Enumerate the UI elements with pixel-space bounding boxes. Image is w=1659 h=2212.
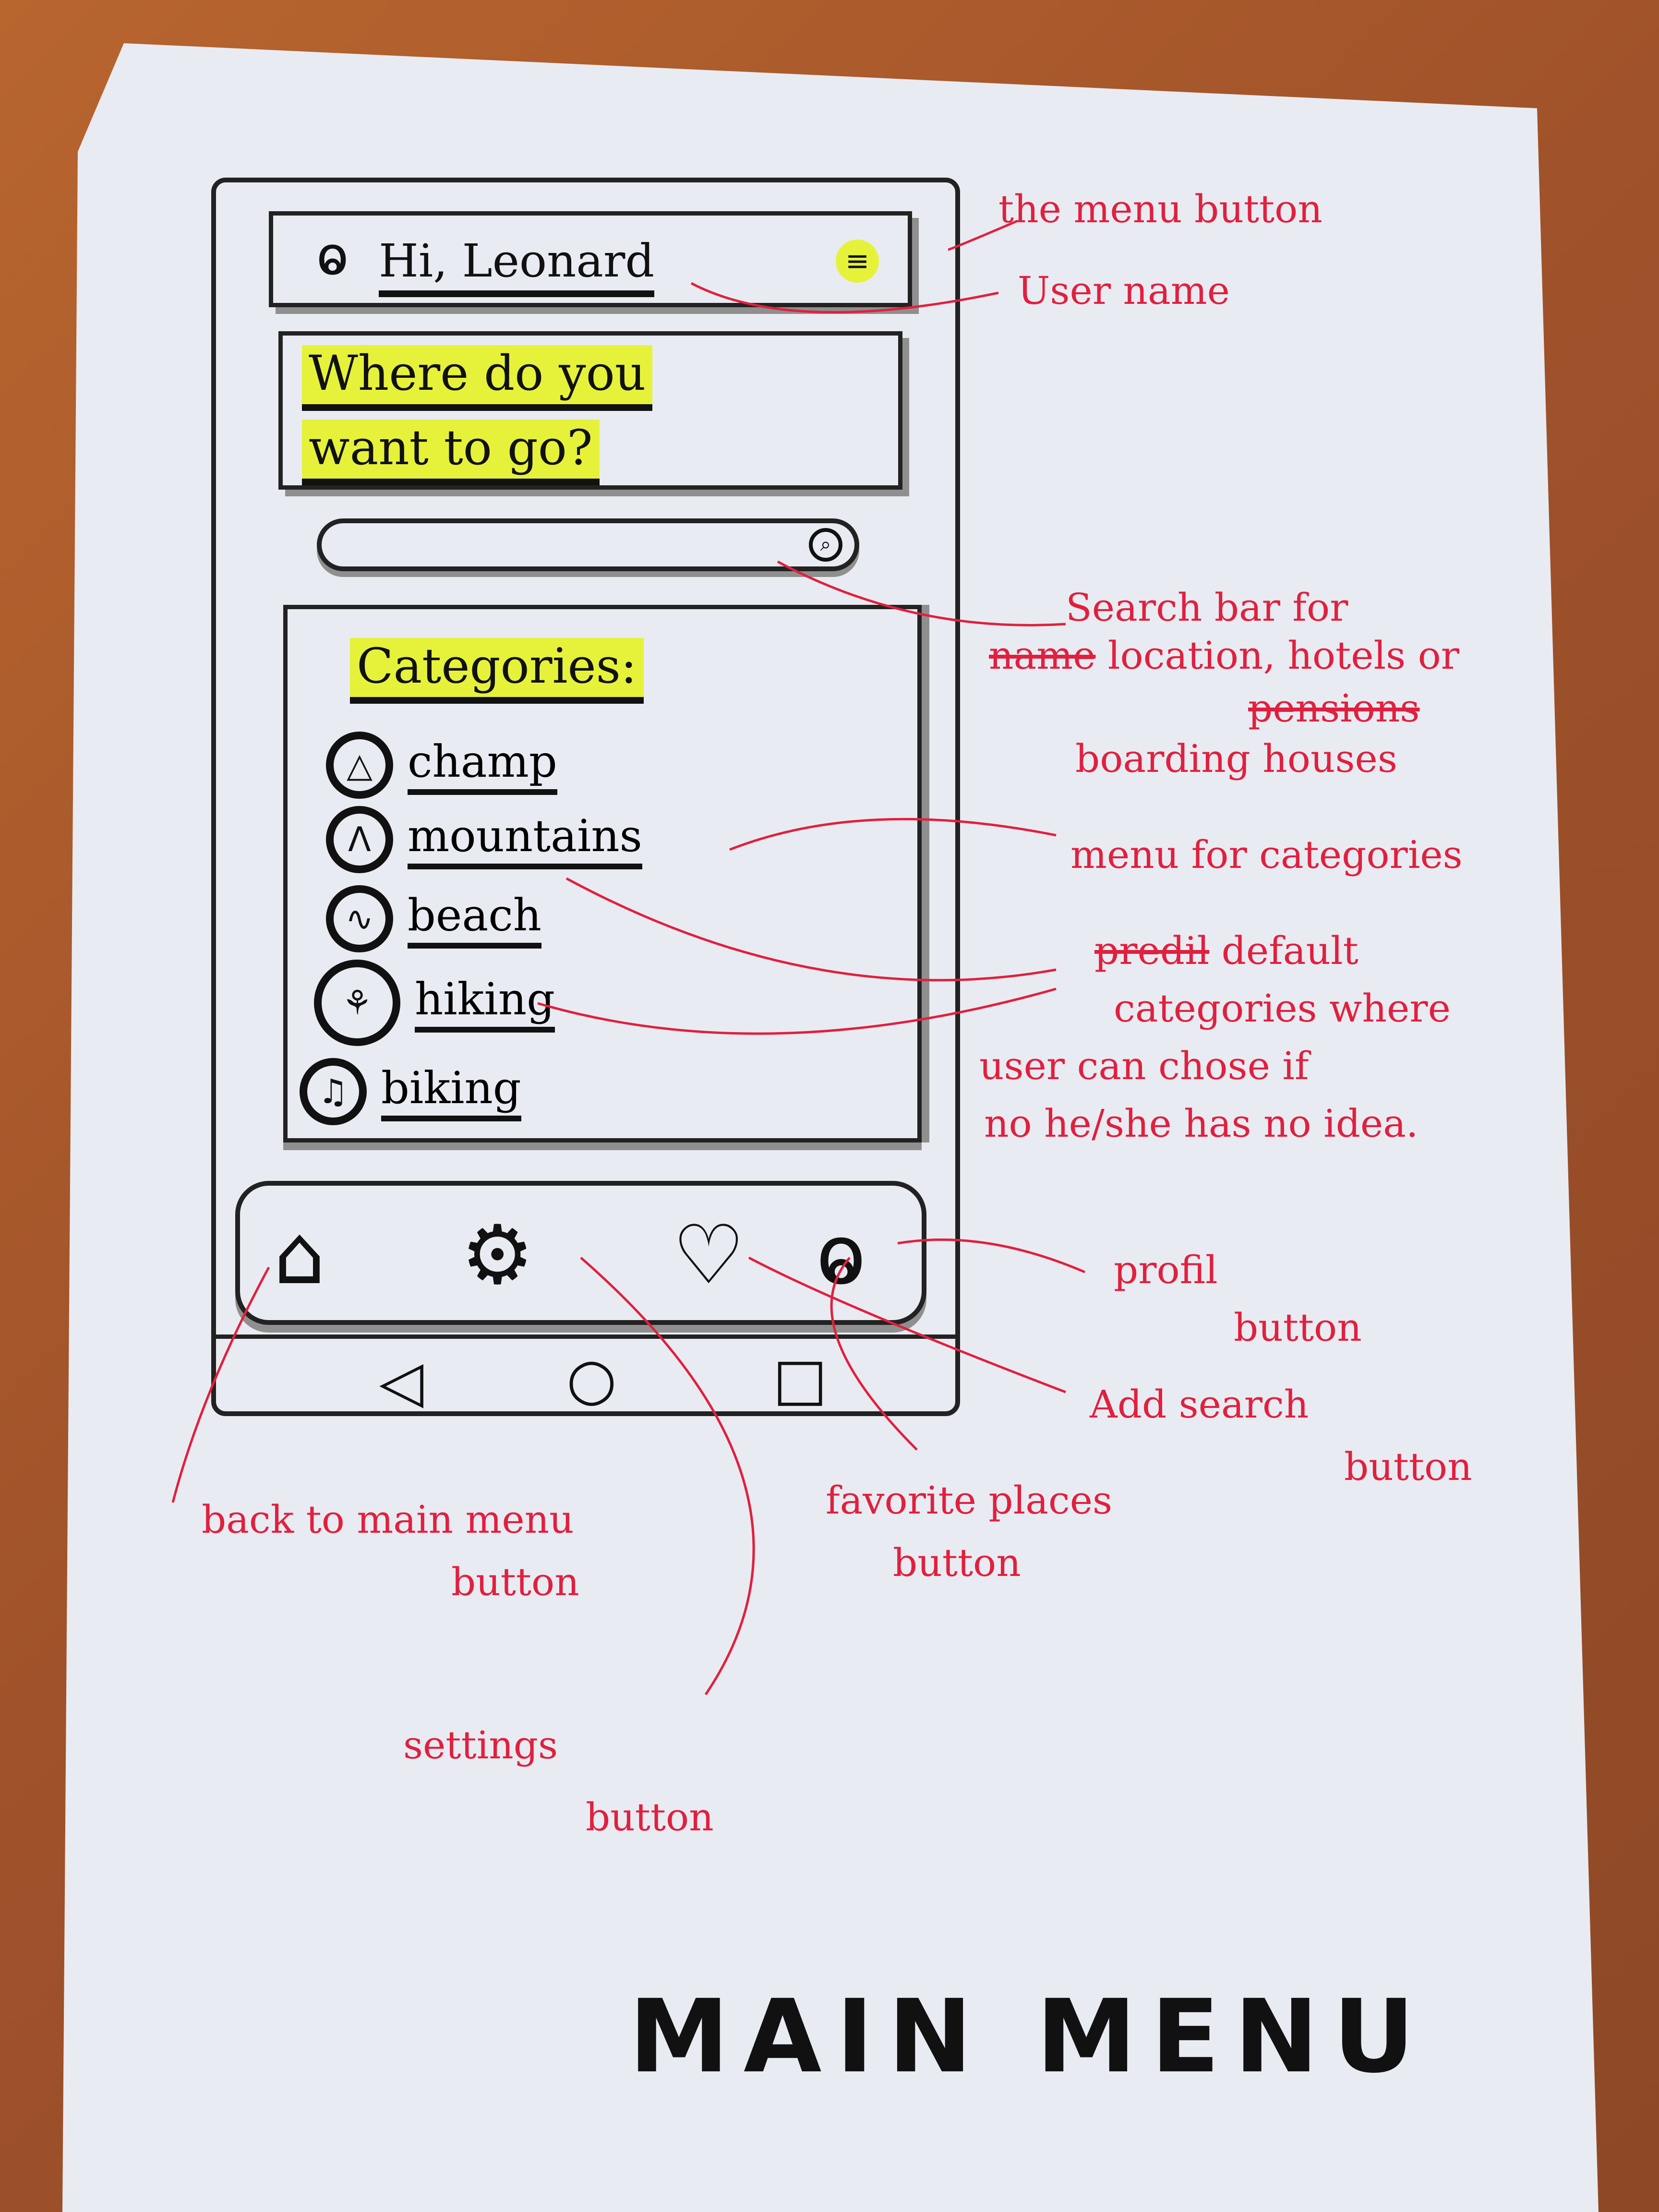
category-label: beach xyxy=(408,890,541,949)
note-add-search-2: button xyxy=(1344,1444,1472,1489)
hiking-icon: ⚘ xyxy=(314,960,400,1046)
note-settings-2: button xyxy=(586,1795,714,1839)
note-menu-button: the menu button xyxy=(998,187,1322,231)
category-item-champ[interactable]: △ champ xyxy=(326,732,557,799)
category-label: mountains xyxy=(408,810,642,869)
prompt-box: Where do you want to go? xyxy=(278,331,902,490)
bottom-nav: ⌂ ⚙ ♡ ⱺ xyxy=(235,1181,926,1325)
note-search-bar-2: name location, hotels or xyxy=(989,634,1459,678)
note-back-1: back to main menu xyxy=(202,1497,574,1542)
struck-word-name: name xyxy=(989,633,1096,678)
note-favorite-1: favorite places xyxy=(826,1478,1113,1523)
note-favorite-2: button xyxy=(893,1540,1021,1585)
note-user-name: User name xyxy=(1018,268,1230,313)
category-label: biking xyxy=(381,1062,521,1121)
note-categories-menu: menu for categories xyxy=(1070,832,1463,877)
home-icon[interactable]: ⌂ xyxy=(274,1208,325,1303)
person-icon[interactable]: ⱺ xyxy=(316,225,349,287)
note-default-3: user can chose if xyxy=(979,1044,1309,1088)
system-nav: ◁ ○ □ xyxy=(216,1334,955,1416)
prompt-line-1: Where do you xyxy=(302,345,653,411)
home-circle-icon[interactable]: ○ xyxy=(566,1346,617,1413)
note-profile-2: button xyxy=(1234,1305,1362,1350)
category-item-beach[interactable]: ∿ beach xyxy=(326,885,541,952)
note-default-2: categories where xyxy=(1114,986,1451,1031)
note-add-search-1: Add search xyxy=(1090,1382,1309,1427)
search-input[interactable]: ⌕ xyxy=(317,518,859,571)
category-item-mountains[interactable]: Λ mountains xyxy=(326,806,642,873)
prompt-line-2: want to go? xyxy=(302,420,600,485)
note-profile-1: profil xyxy=(1114,1248,1218,1292)
gear-icon[interactable]: ⚙ xyxy=(461,1208,534,1303)
heart-icon[interactable]: ♡ xyxy=(672,1208,745,1303)
page-title: MAIN MENU xyxy=(629,1978,1430,2095)
phone-frame: ⱺ Hi, Leonard ≡ Where do you want to go?… xyxy=(211,178,960,1416)
note-search-bar-struck: pensions xyxy=(1248,686,1420,731)
category-item-biking[interactable]: ♫ biking xyxy=(300,1058,521,1125)
back-icon[interactable]: ◁ xyxy=(379,1348,424,1415)
note-search-bar-1: Search bar for xyxy=(1066,585,1348,630)
recents-icon[interactable]: □ xyxy=(773,1346,828,1413)
category-item-hiking[interactable]: ⚘ hiking xyxy=(314,960,555,1046)
note-search-bar-3: boarding houses xyxy=(1075,736,1397,781)
profile-icon[interactable]: ⱺ xyxy=(816,1208,866,1303)
note-default-4: no he/she has no idea. xyxy=(984,1101,1419,1146)
note-back-2: button xyxy=(451,1560,579,1604)
note-default-1-text: default xyxy=(1221,928,1358,973)
menu-icon[interactable]: ≡ xyxy=(836,240,879,283)
category-label: champ xyxy=(408,736,557,795)
app-header: ⱺ Hi, Leonard ≡ xyxy=(269,211,912,307)
categories-panel: Categories: △ champ Λ mountains ∿ beach … xyxy=(283,605,922,1142)
struck-word-predil: predil xyxy=(1094,928,1210,973)
search-icon[interactable]: ⌕ xyxy=(809,528,842,562)
category-label: hiking xyxy=(415,974,555,1033)
note-settings-1: settings xyxy=(403,1723,558,1767)
categories-title: Categories: xyxy=(350,638,644,704)
note-search-bar-2-text: location, hotels or xyxy=(1107,633,1460,678)
greeting-label: Hi, Leonard xyxy=(379,235,655,297)
note-default-1: predil default xyxy=(1094,929,1358,973)
